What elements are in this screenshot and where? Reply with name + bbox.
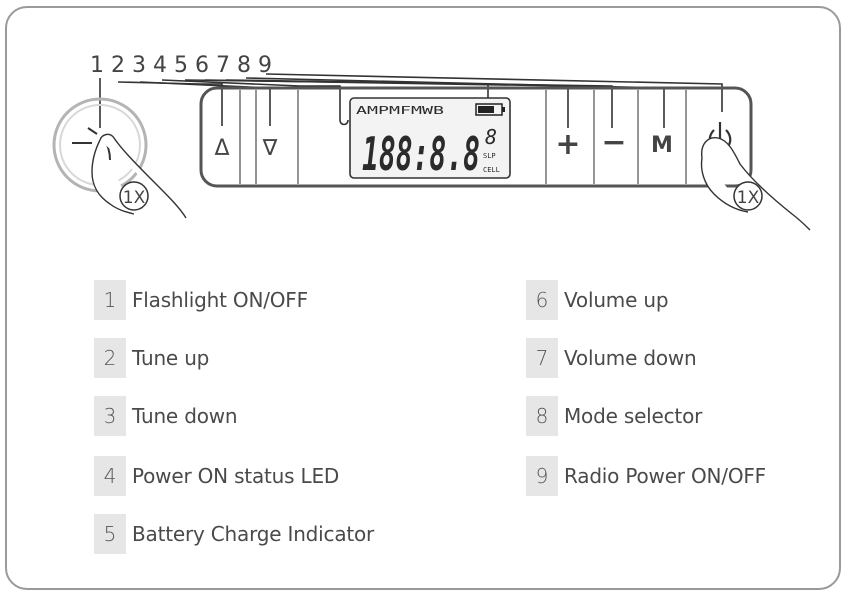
callout-number-1: 1 [90, 53, 104, 78]
legend-number: 1 [94, 280, 126, 320]
lcd-digits: 188:8.8 [362, 127, 480, 181]
callout-number-6: 6 [195, 53, 209, 78]
callout-number-3: 3 [132, 53, 146, 78]
control-panel [199, 86, 753, 188]
legend-item-6: 6 Volume up [526, 280, 669, 320]
legend-number: 3 [94, 396, 126, 436]
legend-label: Volume up [564, 288, 669, 312]
legend-label: Tune up [132, 346, 210, 370]
legend-number: 4 [94, 456, 126, 496]
lcd-small-digit: 8 [485, 125, 497, 149]
callout-numbers: 1 2 3 4 5 6 7 8 9 [90, 53, 272, 78]
leader-line-2 [117, 81, 223, 126]
tune-up-button[interactable]: Δ [214, 136, 229, 161]
legend-item-5: 5 Battery Charge Indicator [94, 514, 374, 554]
legend-number: 5 [94, 514, 126, 554]
lcd-display: AMPMFMWB 188:8.8 8 SLP CELL [349, 97, 511, 181]
legend-number: 6 [526, 280, 558, 320]
legend-number: 9 [526, 456, 558, 496]
callout-number-8: 8 [237, 53, 251, 78]
legend-item-9: 9 Radio Power ON/OFF [526, 456, 766, 496]
leader-line-9 [265, 73, 723, 112]
mode-button[interactable]: M [651, 133, 673, 158]
legend-label: Flashlight ON/OFF [132, 288, 308, 312]
tune-down-button[interactable]: ∇ [262, 136, 278, 161]
legend-item-7: 7 Volume down [526, 338, 697, 378]
lcd-tiny-label-2: CELL [483, 166, 500, 174]
legend-item-4: 4 Power ON status LED [94, 456, 339, 496]
right-press-badge-text: 1X [737, 188, 760, 208]
legend-label: Mode selector [564, 404, 703, 428]
lcd-tiny-label-1: SLP [483, 152, 496, 160]
left-press-badge: 1X [119, 181, 149, 211]
left-press-badge-text: 1X [123, 188, 146, 208]
legend-label: Radio Power ON/OFF [564, 464, 766, 488]
legend-item-1: 1 Flashlight ON/OFF [94, 280, 308, 320]
button-dividers [239, 90, 687, 184]
legend-item-8: 8 Mode selector [526, 396, 702, 436]
diagram-frame [5, 6, 841, 590]
legend-label: Tune down [132, 404, 238, 428]
legend-number: 8 [526, 396, 558, 436]
legend-label: Battery Charge Indicator [132, 522, 375, 546]
callout-number-2: 2 [111, 53, 125, 78]
leader-lines [99, 73, 723, 128]
right-press-badge: 1X [733, 181, 763, 211]
legend-label: Power ON status LED [132, 464, 340, 488]
callout-number-9: 9 [258, 53, 272, 78]
leader-line-4 [161, 79, 341, 112]
legend-item-3: 3 Tune down [94, 396, 238, 436]
legend-number: 7 [526, 338, 558, 378]
legend-label: Volume down [564, 346, 697, 370]
legend-number: 2 [94, 338, 126, 378]
hand-icon [91, 133, 187, 219]
legend-item-2: 2 Tune up [94, 338, 209, 378]
callout-number-4: 4 [153, 53, 167, 78]
volume-down-button[interactable]: − [601, 125, 626, 160]
battery-icon [475, 103, 505, 116]
volume-up-button[interactable]: + [555, 127, 580, 162]
callout-number-7: 7 [216, 53, 230, 78]
callout-number-5: 5 [174, 53, 188, 78]
status-led-icon [339, 112, 349, 126]
lcd-band-labels: AMPMFMWB [356, 104, 445, 117]
